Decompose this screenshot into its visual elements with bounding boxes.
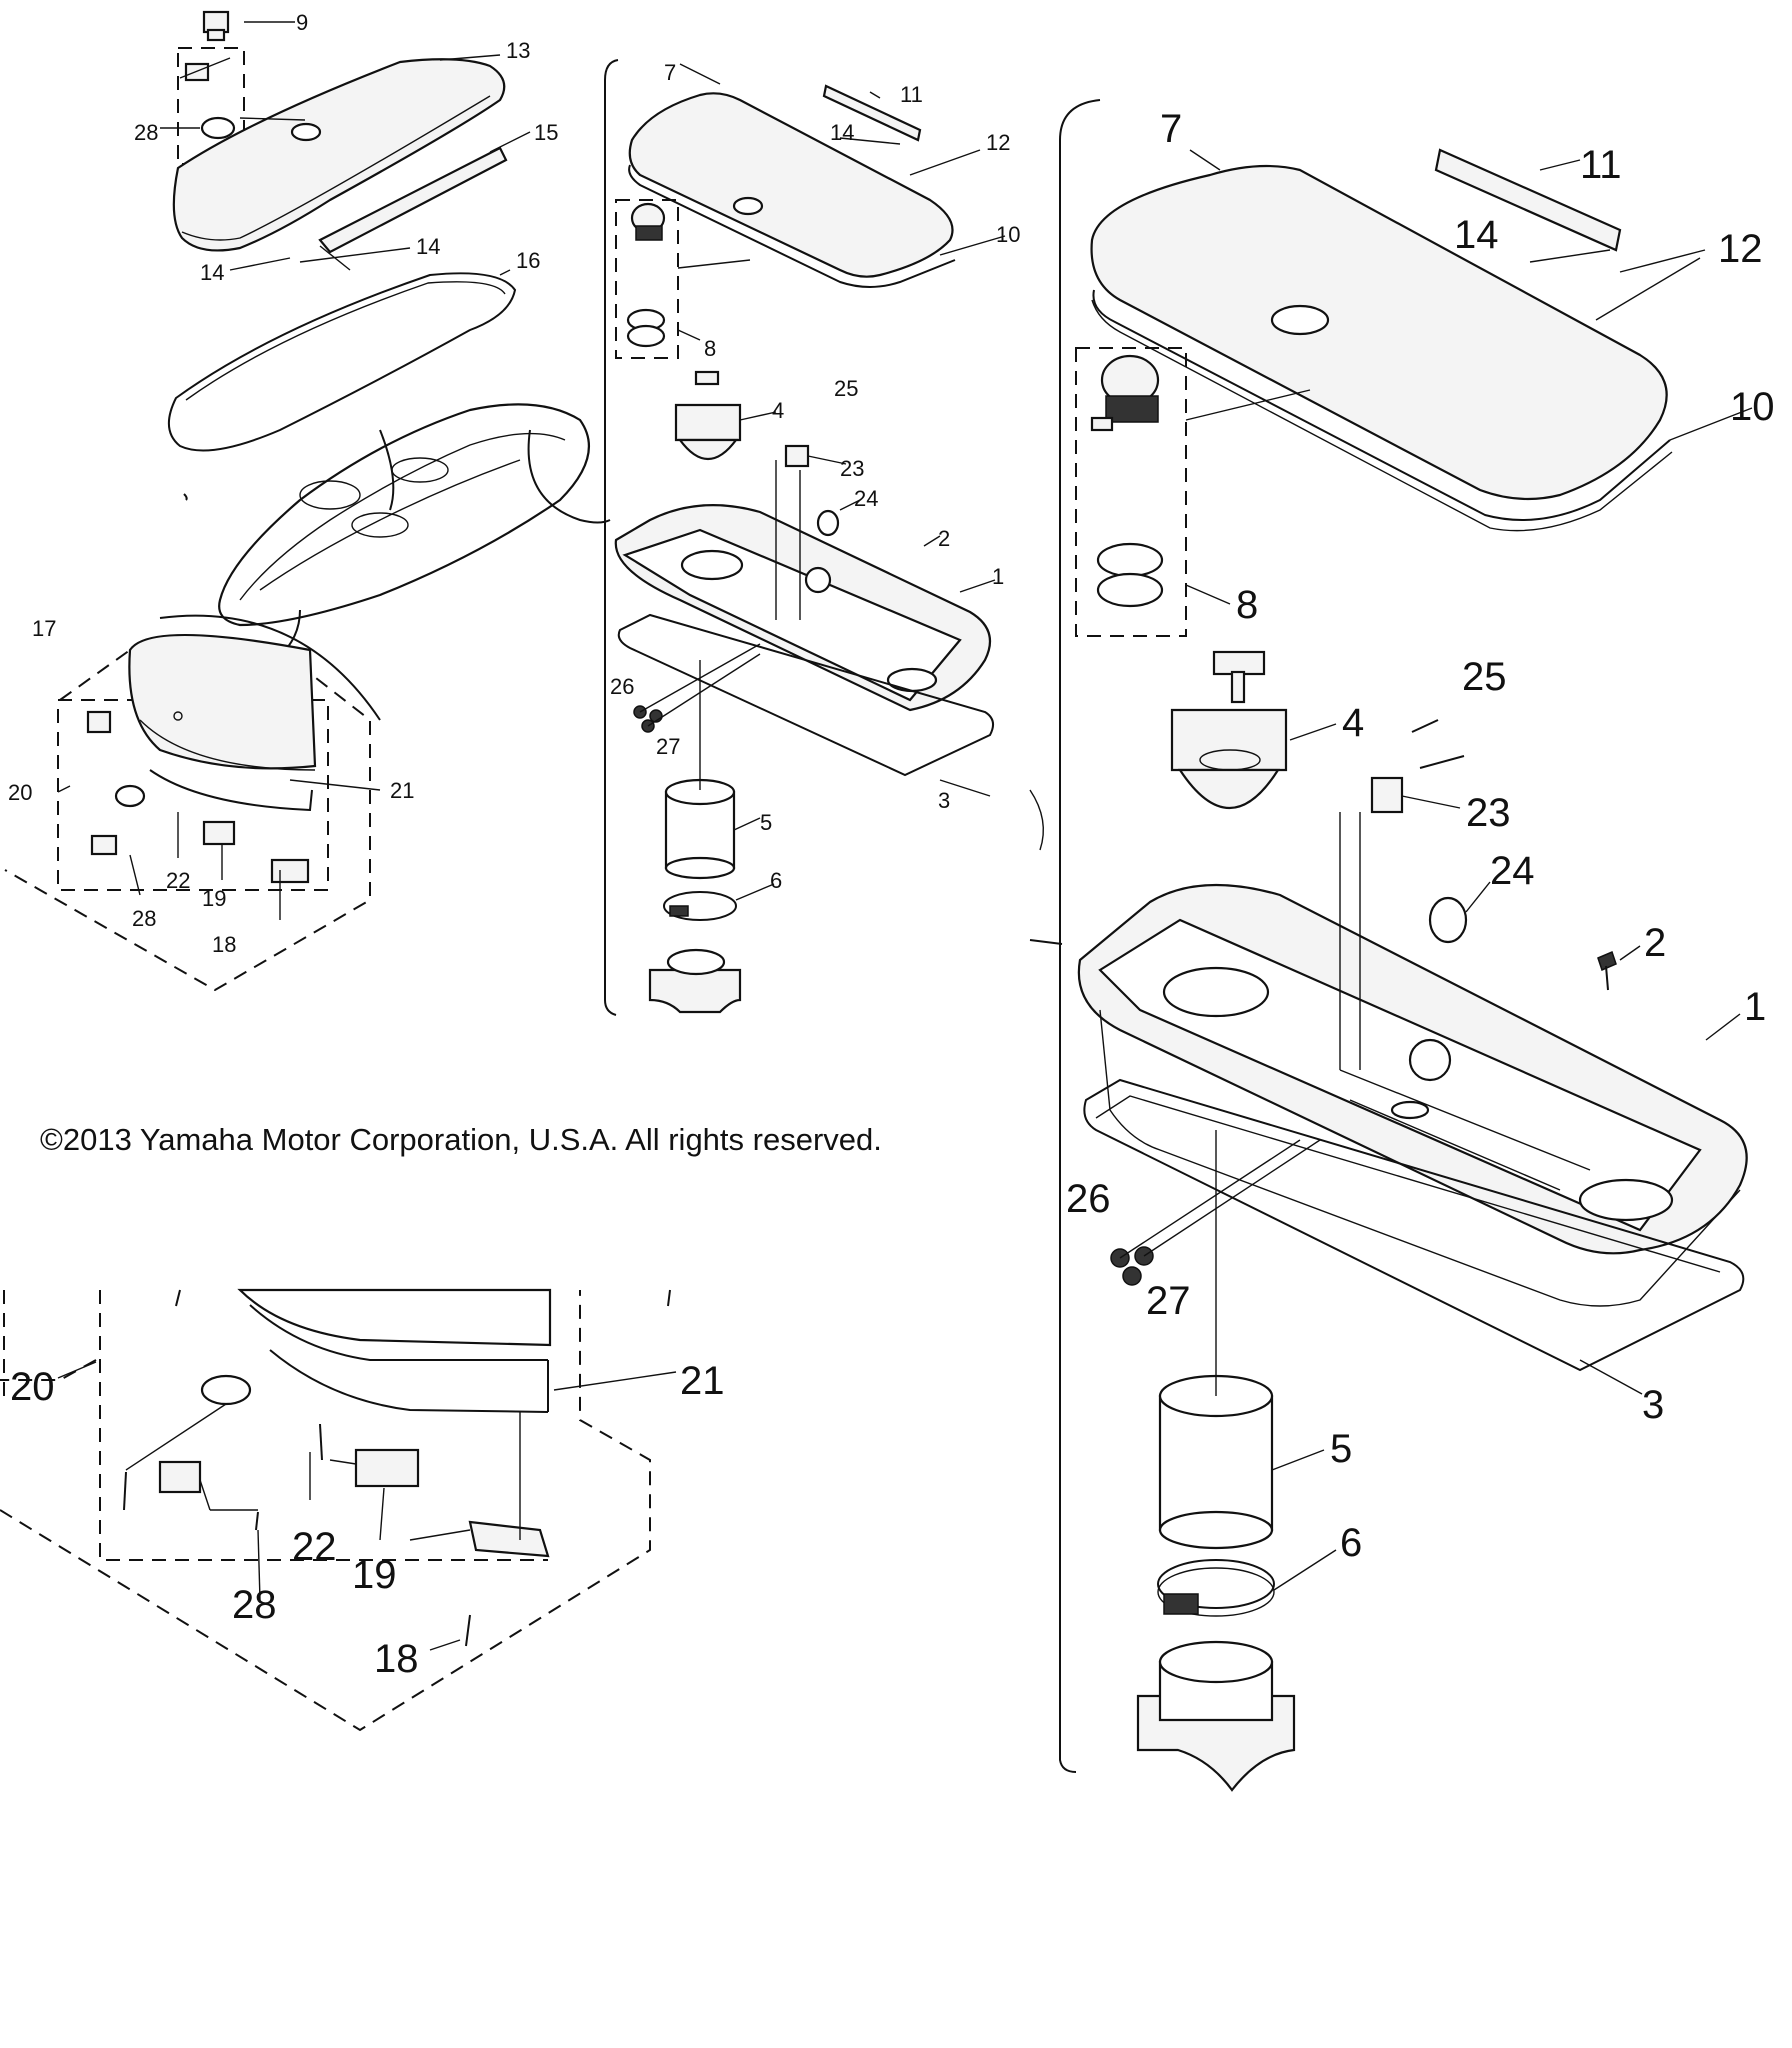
callout-5-r: 5: [1330, 1427, 1352, 1471]
callout-21-b: 21: [680, 1359, 725, 1403]
part-28-ring: [200, 116, 236, 140]
part-19-enlarged: [354, 1448, 420, 1488]
callout-28-c: 28: [232, 1583, 277, 1627]
callout-11-r: 11: [1580, 143, 1622, 187]
callout-14-r: 14: [1454, 213, 1499, 257]
callout-22-b: 22: [292, 1525, 337, 1569]
right-large-panel: 7 11 14 12 10 8 25 4 23 24 2 1 26 27 3 5…: [1059, 99, 1775, 1792]
part-fitting-mid: [648, 968, 742, 1014]
callout-2-r: 2: [1644, 921, 1666, 965]
callout-15: 15: [534, 120, 558, 145]
part-11-hinge-large: [1434, 148, 1622, 252]
part-5-hose: [664, 778, 736, 880]
callout-25-m: 25: [834, 376, 858, 401]
part-16-seal: [168, 272, 517, 452]
callout-21-a: 21: [390, 778, 414, 803]
top-left-panel: 9 13 28 15 14 14 16 17 20 21 22 19 28 18: [4, 10, 611, 992]
callout-6-m: 6: [770, 868, 782, 893]
part-11-hinge: [822, 84, 922, 142]
callout-20-b: 20: [10, 1365, 55, 1409]
part-8-valve: [630, 202, 666, 241]
bottom-left-panel: 20 21 22 19 28 18: [0, 1288, 725, 1732]
callout-24-m: 24: [854, 486, 878, 511]
callout-18-a: 18: [212, 932, 236, 957]
part-17-lid: [128, 633, 317, 770]
callout-1-r: 1: [1744, 985, 1766, 1029]
part-6-clamp: [663, 891, 737, 921]
callout-11-m: 11: [900, 82, 923, 107]
part-7-lid-large: [1090, 164, 1668, 501]
part-3-gasket: [617, 613, 995, 777]
detail-box-8: [615, 199, 679, 359]
detail-box-8-large: [1075, 347, 1187, 637]
part-ring-enlarged: [200, 1374, 252, 1406]
callout-23-r: 23: [1466, 791, 1511, 835]
part-6-clamp-large: [1157, 1559, 1275, 1609]
callout-3-r: 3: [1642, 1383, 1664, 1427]
callout-4-r: 4: [1342, 701, 1364, 745]
callout-28-a: 28: [134, 120, 158, 145]
part-15-hinge: [318, 146, 508, 254]
callout-12-r: 12: [1718, 227, 1763, 271]
callout-22-a: 22: [166, 868, 190, 893]
part-lid-enlarged: [237, 1288, 552, 1347]
part-23: [784, 444, 810, 468]
part-1-tank-large: [1077, 883, 1748, 1307]
part-7-lid: [628, 92, 954, 278]
callout-7-r: 7: [1160, 107, 1182, 151]
part-24-ring: [816, 509, 840, 537]
callout-13: 13: [506, 38, 530, 63]
callout-16: 16: [516, 248, 540, 273]
part-latch: [184, 62, 210, 82]
part-3-gasket-large: [1083, 1078, 1745, 1372]
part-8-valve-large: [1090, 354, 1160, 432]
callout-27-r: 27: [1146, 1279, 1191, 1323]
part-2-screw: [1597, 950, 1617, 972]
part-4-pump-large: [1170, 650, 1288, 809]
callout-14-m: 14: [830, 120, 854, 145]
callout-19-a: 19: [202, 886, 226, 911]
part-latch-enlarged: [158, 1460, 202, 1494]
callout-24-r: 24: [1490, 849, 1535, 893]
callout-28-b: 28: [132, 906, 156, 931]
callout-17: 17: [32, 616, 56, 641]
callout-14-b: 14: [200, 260, 224, 285]
callout-14-a: 14: [416, 234, 440, 259]
copyright-notice: ©2013 Yamaha Motor Corporation, U.S.A. A…: [40, 1122, 882, 1157]
part-5-hose-large: [1158, 1374, 1274, 1550]
callout-7-m: 7: [664, 60, 676, 85]
part-23-large: [1370, 776, 1404, 814]
callout-20-a: 20: [8, 780, 32, 805]
part-13-lid: [172, 58, 506, 252]
callout-2-m: 2: [938, 526, 950, 551]
callout-12-m: 12: [986, 130, 1010, 155]
part-24-ring-large: [1428, 896, 1468, 944]
callout-4-m: 4: [772, 398, 784, 423]
callout-3-m: 3: [938, 788, 950, 813]
boat-hull: [218, 403, 590, 627]
callout-10-r: 10: [1730, 385, 1775, 429]
callout-23-m: 23: [840, 456, 864, 481]
callout-9: 9: [296, 10, 308, 35]
callout-6-r: 6: [1340, 1521, 1362, 1565]
callout-25-r: 25: [1462, 655, 1507, 699]
part-hinge-enlarged: [468, 1520, 550, 1558]
callout-26-r: 26: [1066, 1177, 1111, 1221]
middle-panel: 7 11 14 12 10 8 25 4 23 24 2 1 26 27 3 5…: [604, 59, 1020, 1016]
callout-8-m: 8: [704, 336, 716, 361]
callout-18-b: 18: [374, 1637, 419, 1681]
callout-19-b: 19: [352, 1553, 397, 1597]
callout-27-m: 27: [656, 734, 680, 759]
callout-26-m: 26: [610, 674, 634, 699]
callout-8-r: 8: [1236, 583, 1258, 627]
part-1-tank: [614, 504, 992, 712]
part-4-pump: [674, 370, 742, 461]
part-9: [202, 10, 230, 42]
callout-5-m: 5: [760, 810, 772, 835]
callout-10-m: 10: [996, 222, 1020, 247]
callout-1-m: 1: [992, 564, 1004, 589]
